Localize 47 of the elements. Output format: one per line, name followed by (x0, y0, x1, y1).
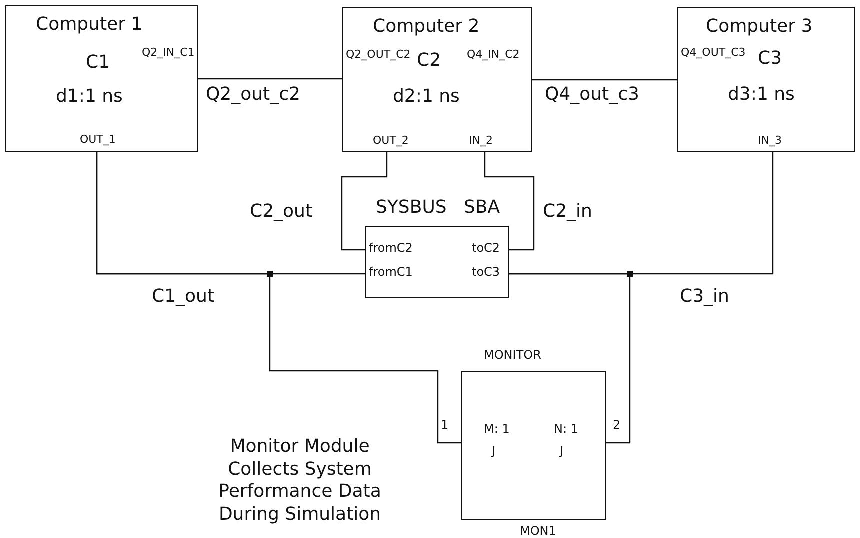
port-label: OUT_1 (80, 133, 116, 147)
port-label: IN_3 (758, 134, 782, 148)
port-label: Q2_OUT_C2 (346, 48, 411, 62)
delay-text: d3:1 ns (728, 84, 795, 106)
parameter-text: M: 1 (484, 422, 510, 437)
port-label: toC2 (472, 241, 500, 256)
module-name: MONITOR (484, 348, 542, 363)
note-text: Monitor Module Collects System Performance Data During Simulation (218, 436, 382, 526)
port-label: OUT_2 (373, 134, 409, 148)
computer-box (5, 5, 198, 152)
edge-label: C3_in (680, 286, 730, 308)
edge-label: Q2_out_c2 (206, 84, 300, 106)
connector-line (509, 273, 631, 444)
edge-label: C2_out (250, 201, 312, 224)
parameter-text: J (560, 444, 564, 459)
port-label: fromC1 (369, 265, 413, 280)
edge-label: C1_out (152, 286, 214, 308)
computer-box (677, 7, 855, 152)
port-label: Q4_IN_C2 (467, 48, 520, 62)
delay-text: d1:1 ns (56, 86, 123, 108)
node-title: Computer 1 (36, 14, 143, 36)
computer-box (342, 7, 532, 152)
node-id: C2 (417, 50, 442, 72)
pin-number: 1 (441, 418, 449, 433)
port-label: fromC2 (369, 241, 413, 256)
port-label: Q2_IN_C1 (142, 46, 195, 60)
node-id: C1 (86, 52, 110, 74)
pin-number: 2 (613, 418, 621, 433)
instance-name: SBA (464, 197, 500, 220)
edge-label: Q4_out_c3 (545, 84, 640, 106)
node-id: C3 (758, 48, 782, 70)
connector-line (484, 152, 535, 251)
node-title: Computer 3 (706, 16, 813, 38)
connector-line (341, 152, 388, 251)
port-label: Q4_OUT_C3 (681, 46, 746, 60)
connector-line (532, 79, 677, 81)
parameter-text: N: 1 (554, 422, 578, 437)
instance-name: MON1 (520, 524, 556, 538)
connector-line (198, 78, 342, 80)
port-label: toC3 (472, 265, 500, 280)
delay-text: d2:1 ns (393, 86, 460, 108)
connector-line (96, 152, 461, 444)
edge-label: C2_in (543, 201, 592, 224)
port-label: IN_2 (469, 134, 493, 148)
module-name: SYSBUS (376, 197, 447, 220)
node-title: Computer 2 (373, 16, 480, 38)
parameter-text: J (492, 444, 496, 459)
